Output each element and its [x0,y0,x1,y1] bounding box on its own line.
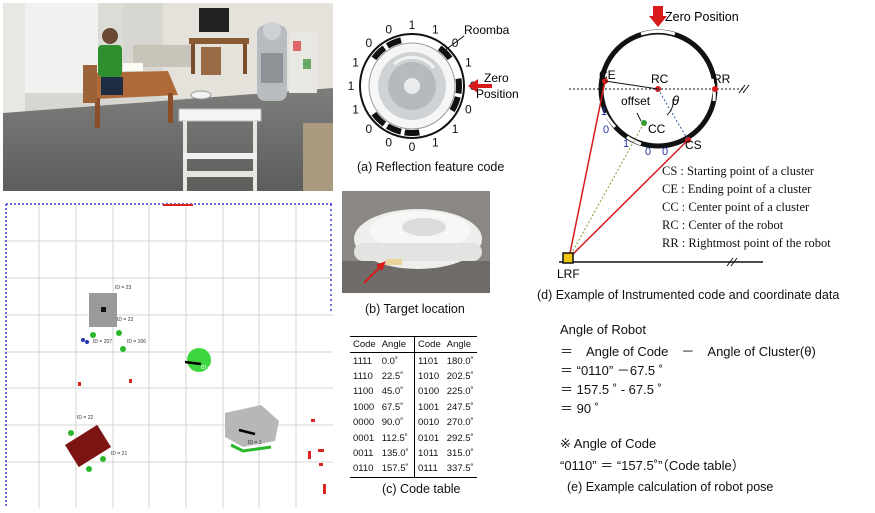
header-code-1: Code [350,335,379,354]
map-label-id23b: ID = 23 [117,317,133,323]
offset-label: offset [621,94,651,108]
theta-label: θ [672,93,679,108]
map-label-id21: ID = 21 [111,451,127,457]
map-label-id22: ID = 22 [77,415,93,421]
calc-line-6: ※ Angle of Code [560,436,657,451]
bit-label: 1 [601,106,607,118]
ring-bit-label: 1 [452,122,459,136]
calc-line-2: ＝ “0110” －67.5 ˚ [560,363,664,378]
bit-label: 0 [645,146,651,158]
map-label-id207: ID = 207 [93,339,112,345]
bit-label: 1 [623,138,629,150]
ring-bit-label: 1 [352,102,359,116]
calc-line-4: ＝ 90 ˚ [560,401,600,416]
fig-d-caption: (d) Example of Instrumented code and coo… [537,288,840,302]
ring-bit-label: 0 [366,36,373,50]
map-label-id206: ID = 206 [127,339,146,345]
fig-a-diagram: 1101001100011100 Roomba Zero Position [336,16,536,158]
header-angle-1: Angle [378,335,415,354]
roomba-label: Roomba [464,23,510,37]
code-table-header: Code Angle Code Angle [350,335,477,354]
legend-cs: CS : Starting point of a cluster [662,164,815,178]
ring-bit-label: 0 [409,140,416,154]
ring-bit-label: 0 [385,135,392,149]
legend-cc: CC : Center point of a cluster [662,200,810,214]
map-label-id1: ID = 1 [248,440,262,446]
legend-rc: RC : Center of the robot [662,218,784,232]
fig-d-diagram: Zero Position CE RC RR CC CS offset θ 1 … [545,3,875,283]
bit-label: 0 [603,124,609,136]
ce-label: CE [599,68,616,82]
ring-bit-label: 1 [348,79,355,93]
legend-ce: CE : Ending point of a cluster [662,182,812,196]
room-photo [3,3,333,191]
ring-bit-label: 1 [465,56,472,70]
rc-label: RC [651,72,669,86]
header-angle-2: Angle [443,335,477,354]
fig-c-caption: (c) Code table [382,482,461,496]
lrf-sensor-icon [562,252,574,264]
ring-bit-label: 0 [465,102,472,116]
ring-bit-label: 0 [366,122,373,136]
ring-bit-label: 0 [385,23,392,37]
calc-line-1: ＝ Angle of Code － Angle of Cluster(θ) [560,344,816,359]
calc-line-0: Angle of Robot [560,322,647,337]
zero-position-label: Zero Position [665,10,739,24]
cs-label: CS [685,138,702,152]
ring-segment [371,45,387,61]
ring-segment [437,45,453,61]
map-label-id23a: ID = 23 [115,285,131,291]
ring-segment [385,123,402,135]
ring-segment [455,78,462,94]
rr-label: RR [713,72,731,86]
ring-segment [371,111,387,127]
zero-label-a1: Zero [484,71,509,85]
calc-line-7: “0110” ＝ “157.5˚”（Code table） [560,458,745,473]
ring-bit-label: 1 [432,135,439,149]
lrf-label: LRF [557,267,580,281]
ring-segment [385,37,402,49]
map-label-id0: ID = 0 [201,365,215,371]
ring-segment [404,129,420,136]
ring-segment [449,96,461,113]
header-code-2: Code [414,335,444,354]
legend-rr: RR : Rightmost point of the robot [662,236,831,250]
calc-line-3: ＝ 157.5 ˚ - 67.5 ˚ [560,382,662,397]
bit-label: 0 [662,146,668,158]
ring-bit-label: 1 [409,18,416,32]
fig-b-caption: (b) Target location [365,302,465,316]
ring-bit-label: 1 [432,23,439,37]
fig-e-caption: (e) Example calculation of robot pose [567,480,774,494]
ring-bit-label: 1 [352,56,359,70]
zero-label-a2: Position [476,87,519,101]
cc-label: CC [648,122,666,136]
fig-a-caption: (a) Reflection feature code [357,160,505,174]
target-location-photo [342,191,490,293]
tracking-map: ID = 23 ID = 23 ID = 207 ID = 206 ID = 0… [3,201,333,508]
